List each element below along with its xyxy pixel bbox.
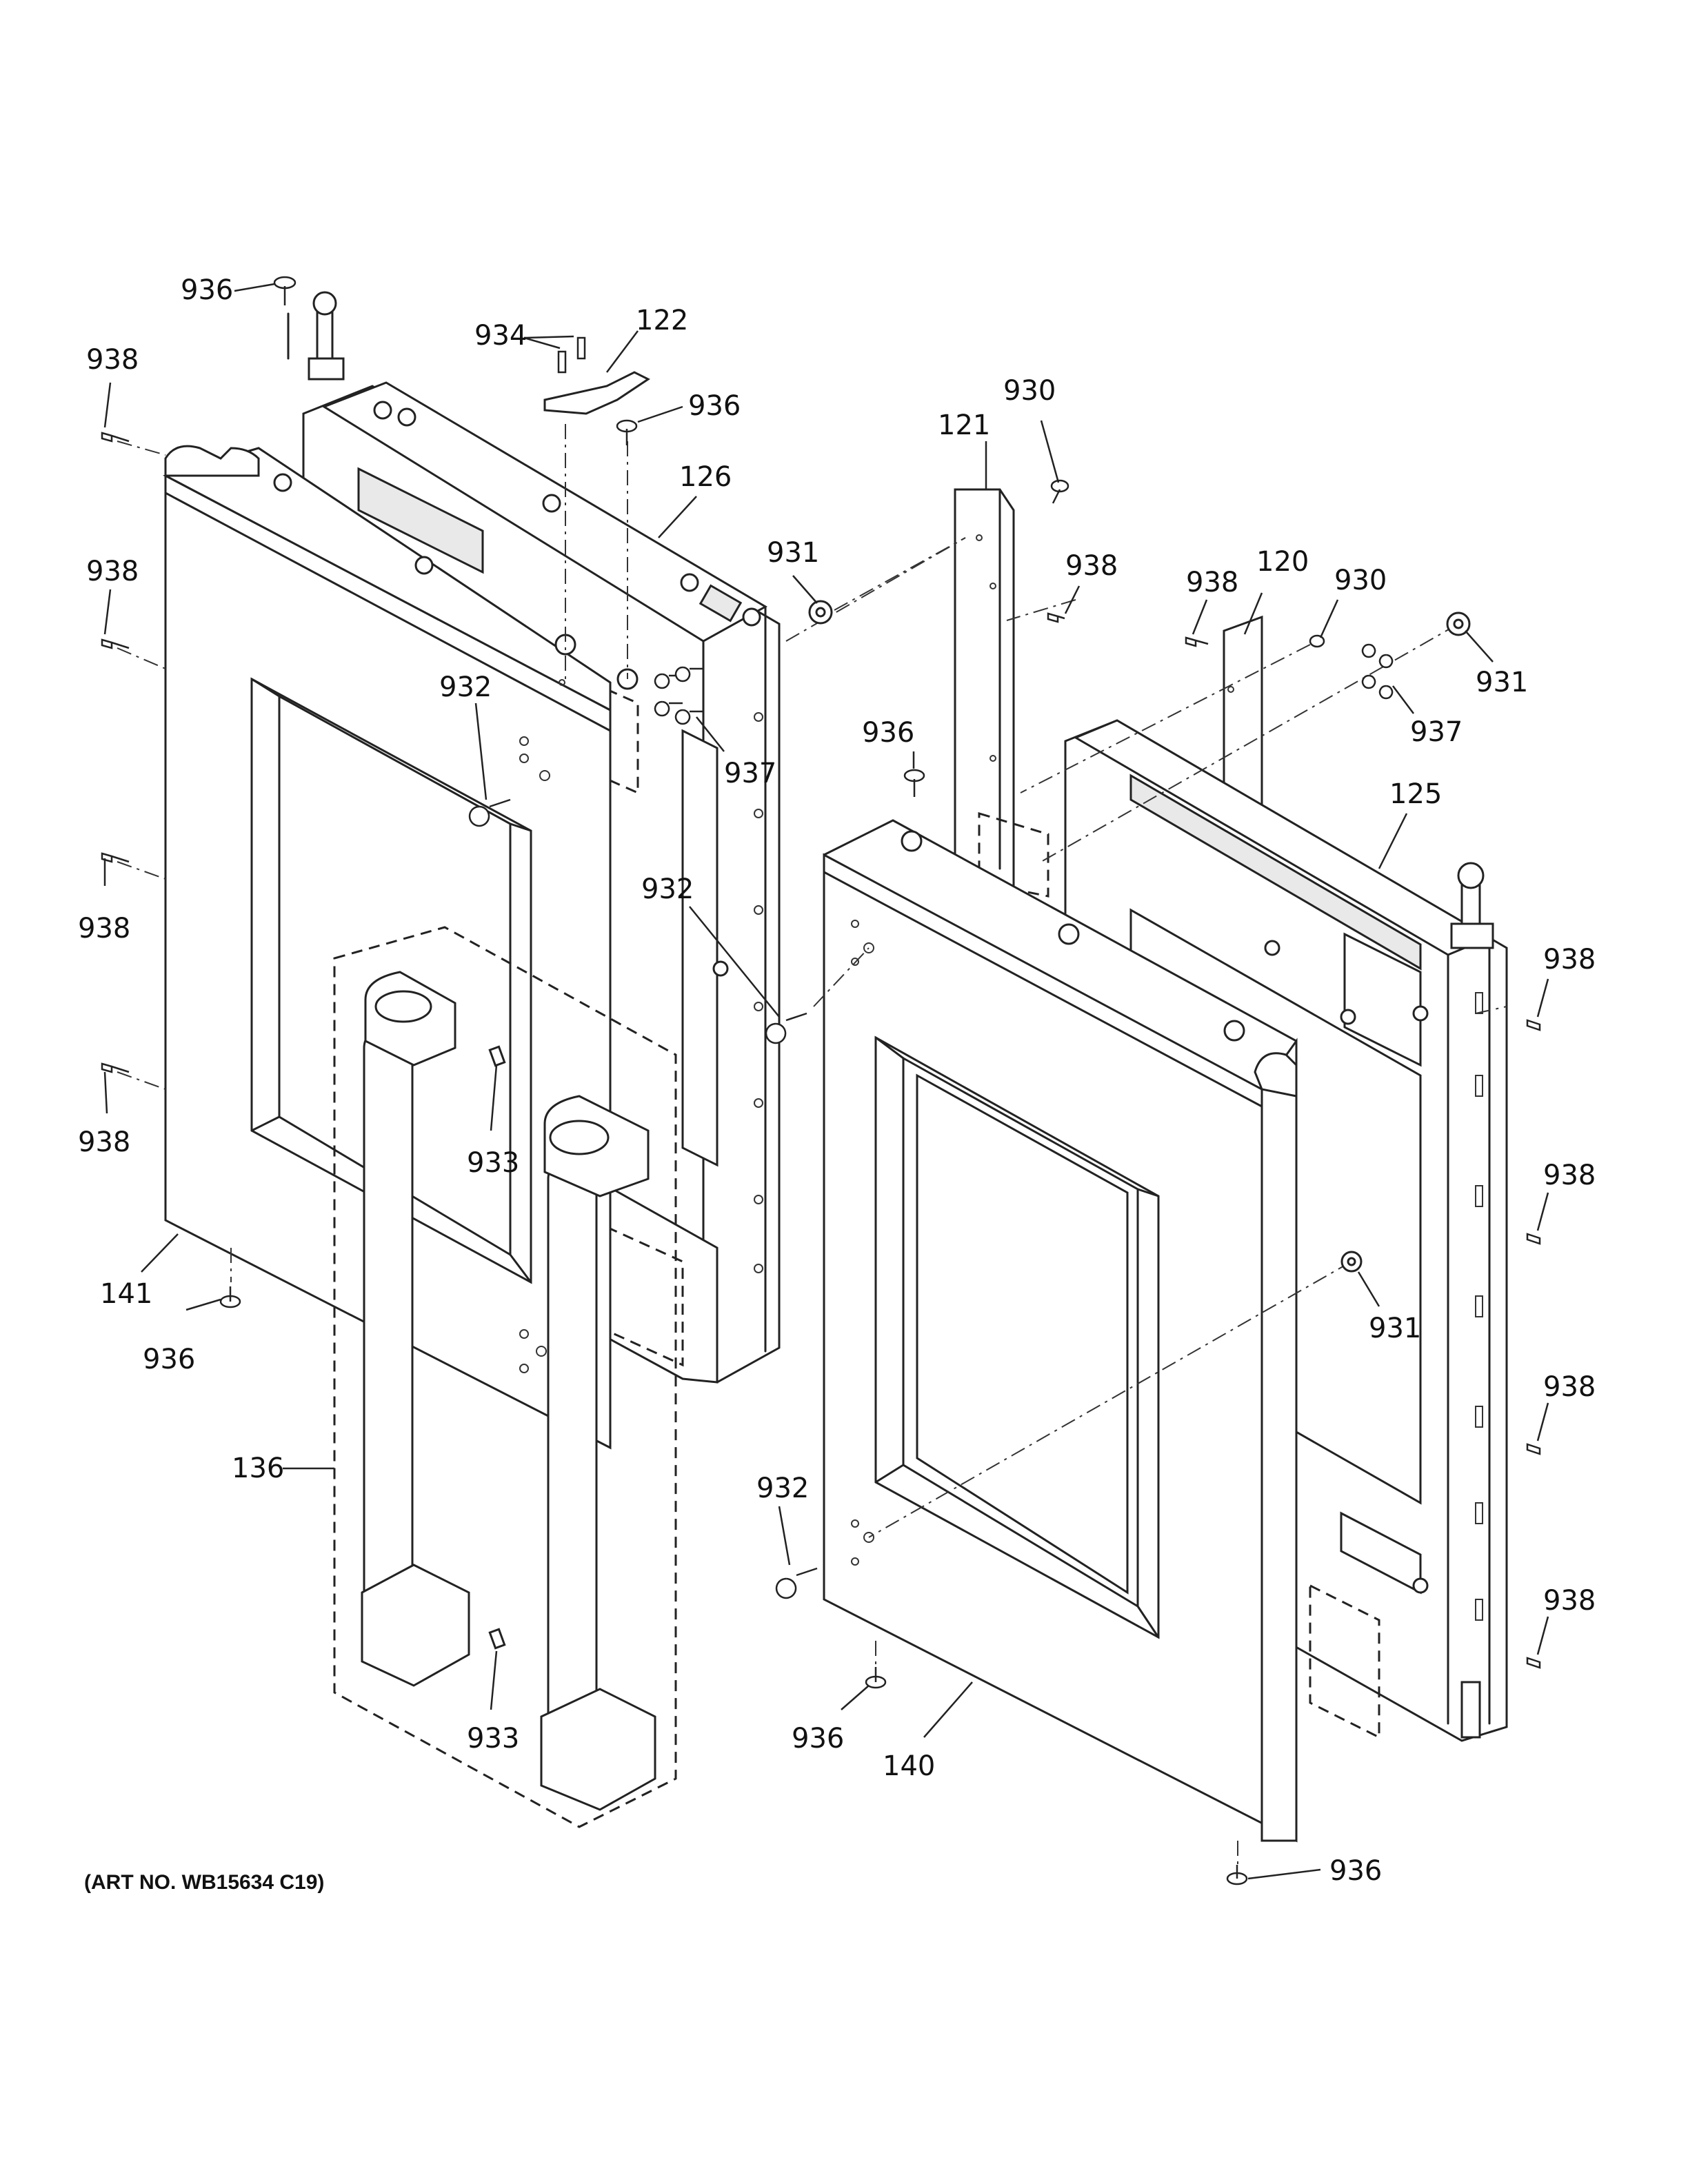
callout-938: 938 — [78, 913, 130, 944]
screw-icon — [1361, 674, 1376, 689]
callout-933: 933 — [467, 1147, 519, 1179]
screw-icon — [674, 666, 703, 682]
callout-931: 931 — [1369, 1313, 1421, 1344]
callout-931: 931 — [1476, 667, 1528, 698]
screw-icon — [616, 419, 638, 445]
callout-937: 937 — [724, 758, 776, 789]
pivot-pin-icon — [468, 798, 511, 827]
callout-936: 936 — [862, 717, 914, 749]
callout-140: 140 — [883, 1750, 935, 1782]
callout-938: 938 — [1543, 1160, 1596, 1191]
pivot-pin-icon — [765, 1012, 807, 1044]
screw-icon — [1185, 636, 1209, 647]
right-door-assembly — [823, 615, 1508, 1843]
pivot-pin-icon — [775, 1567, 818, 1599]
center-rail-121 — [954, 488, 1049, 898]
screw-icon — [674, 709, 703, 725]
callout-938: 938 — [1186, 567, 1238, 598]
callout-938: 938 — [1065, 550, 1118, 582]
handle-assembly-left — [333, 926, 677, 1828]
screw-icon — [1226, 1865, 1248, 1885]
screw-icon — [865, 1667, 887, 1689]
callout-936: 936 — [181, 274, 233, 306]
left-door-panel — [163, 445, 639, 1450]
screw-icon — [654, 700, 683, 717]
art-number: (ART NO. WB15634 C19) — [84, 1871, 324, 1894]
callout-930: 930 — [1003, 375, 1056, 407]
screw-icon — [101, 852, 130, 863]
callout-932: 932 — [439, 671, 492, 703]
fasteners — [101, 276, 1541, 1885]
screw-icon — [219, 1286, 241, 1308]
callout-934: 934 — [474, 320, 527, 352]
callout-930: 930 — [1334, 565, 1387, 596]
screw-icon — [101, 638, 130, 649]
callout-938: 938 — [1543, 1585, 1596, 1617]
callout-937: 937 — [1410, 716, 1463, 748]
screw-icon — [557, 350, 567, 374]
screw-icon — [1378, 685, 1394, 700]
callout-120: 120 — [1256, 546, 1309, 578]
callout-936: 936 — [143, 1344, 195, 1375]
callout-933: 933 — [467, 1723, 519, 1755]
screw-icon — [576, 336, 586, 360]
callout-931: 931 — [767, 537, 819, 569]
screw-icon — [273, 276, 297, 305]
callout-126: 126 — [679, 461, 732, 493]
callout-938: 938 — [86, 344, 139, 376]
screw-icon — [1526, 1657, 1541, 1669]
callout-936: 936 — [792, 1723, 844, 1755]
callout-938: 938 — [86, 556, 139, 587]
callout-936: 936 — [1329, 1855, 1382, 1887]
callout-938: 938 — [78, 1126, 130, 1158]
screw-icon — [1047, 612, 1065, 623]
screw-icon — [101, 1062, 130, 1073]
right-door-panel — [823, 819, 1298, 1843]
callout-938: 938 — [1543, 944, 1596, 975]
screw-icon — [101, 432, 130, 443]
screw-icon — [1361, 643, 1376, 658]
screw-icon — [1378, 654, 1394, 669]
left-door-assembly — [163, 291, 781, 1828]
callout-938: 938 — [1543, 1371, 1596, 1403]
callout-141: 141 — [100, 1278, 152, 1310]
callout-936: 936 — [688, 390, 741, 422]
screw-icon — [903, 769, 925, 797]
leader-lines — [103, 283, 1549, 1880]
screw-icon — [1526, 1233, 1541, 1245]
callout-121: 121 — [938, 410, 990, 441]
callout-125: 125 — [1389, 778, 1442, 810]
callout-labels: 936 934 122 936 938 126 121 930 938 931 … — [78, 274, 1596, 1887]
screw-icon — [1526, 1019, 1541, 1031]
callout-136: 136 — [232, 1453, 284, 1484]
bracket-122 — [543, 371, 650, 415]
callout-932: 932 — [641, 873, 694, 905]
screw-icon — [1050, 479, 1069, 504]
callout-122: 122 — [636, 305, 688, 336]
callout-932: 932 — [756, 1473, 809, 1504]
screw-icon — [1309, 634, 1325, 648]
screw-icon — [1526, 1443, 1541, 1455]
